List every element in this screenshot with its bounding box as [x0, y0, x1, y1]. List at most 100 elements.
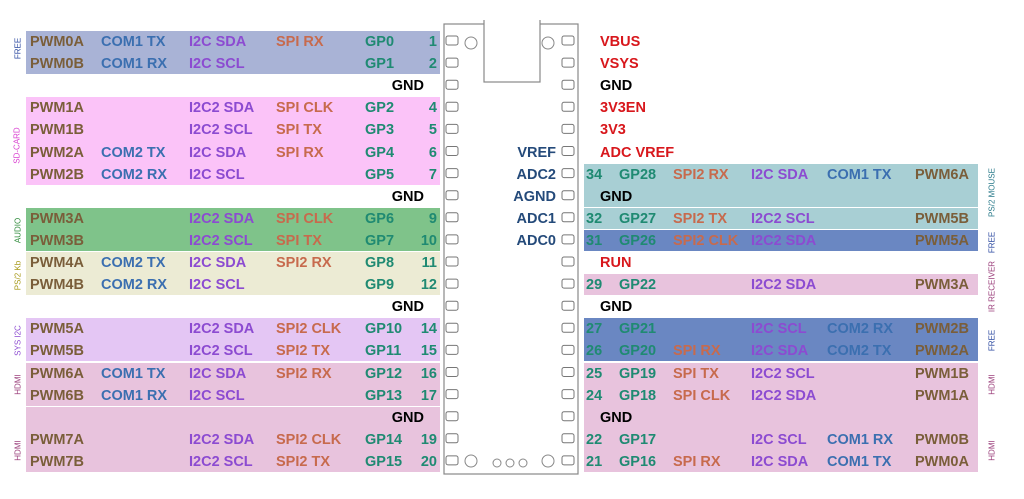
gpio-label: GP26: [619, 232, 657, 249]
left-pin-row: GND: [0, 296, 1024, 318]
i2c-label: I2C SDA: [189, 144, 247, 161]
adc-label: VREF: [517, 144, 556, 161]
left-group-band: [26, 318, 440, 362]
gpio-label: GP21: [619, 321, 657, 338]
spi-label: SPI CLK: [673, 387, 731, 404]
header-pin-icon: [445, 411, 459, 422]
gpio-label: GP12: [365, 365, 403, 382]
i2c-label: I2C2 SDA: [189, 100, 255, 117]
gpio-label: GP0: [365, 34, 395, 50]
uart-label: COM2 TX: [827, 343, 892, 360]
power-label: 3V3: [600, 122, 626, 139]
i2c-label: I2C2 SDA: [751, 387, 817, 404]
pwm-label: PWM7B: [30, 453, 84, 470]
left-pin-row: GND: [0, 407, 1024, 429]
right-pin-row: VBUS: [0, 31, 1024, 53]
spi-label: SPI TX: [276, 122, 322, 139]
header-pin-icon: [445, 35, 459, 46]
right-pin-row: 3V3EN: [0, 97, 1024, 119]
adc-label: AGND: [513, 188, 556, 205]
uart-label: COM2 RX: [101, 277, 168, 294]
gpio-label: GP6: [365, 210, 395, 227]
uart-label: COM1 TX: [101, 34, 166, 50]
gpio-label: GP14: [365, 431, 403, 448]
gpio-label: GP18: [619, 387, 657, 404]
right-pin-row: 3V3: [0, 119, 1024, 141]
pwm-label: PWM2B: [915, 321, 969, 338]
mount-hole-icon: [541, 454, 555, 468]
usb-connector-icon: [483, 20, 541, 83]
gpio-label: GP27: [619, 210, 657, 227]
pin-number: 10: [420, 232, 437, 249]
header-pin-icon: [561, 278, 575, 289]
power-label: VSYS: [600, 56, 639, 73]
i2c-label: I2C2 SCL: [189, 232, 253, 249]
i2c-label: I2C SDA: [751, 343, 809, 360]
header-pin-icon: [561, 146, 575, 156]
header-pin-icon: [561, 455, 575, 466]
i2c-label: I2C2 SCL: [189, 453, 253, 470]
gpio-label: GP22: [619, 277, 657, 294]
header-pin-icon: [561, 212, 575, 223]
left-group-band: [26, 252, 440, 296]
uart-label: COM1 TX: [827, 166, 892, 183]
pin-number: 31: [586, 232, 603, 249]
pin-number: 1: [428, 34, 437, 50]
pin-number: 22: [586, 431, 603, 448]
i2c-label: I2C SCL: [751, 431, 807, 448]
pwm-label: PWM2A: [915, 343, 969, 360]
spi-label: SPI TX: [276, 232, 322, 249]
i2c-label: I2C SDA: [751, 166, 809, 183]
i2c-label: I2C SCL: [189, 277, 245, 294]
right-pin-row: AGND GND: [0, 186, 1024, 208]
spi-label: SPI2 RX: [673, 166, 729, 183]
i2c-label: I2C SDA: [189, 365, 247, 382]
power-label: 3V3EN: [600, 100, 646, 117]
pin-number: 26: [586, 343, 603, 360]
right-pin-row: GND: [0, 407, 1024, 429]
gpio-label: GP5: [365, 166, 395, 183]
spi-label: SPI CLK: [276, 100, 334, 117]
i2c-label: I2C2 SDA: [189, 431, 255, 448]
gpio-label: GP28: [619, 166, 657, 183]
uart-label: COM1 RX: [101, 56, 168, 73]
pin-number: 4: [428, 100, 437, 117]
pwm-label: PWM3B: [30, 232, 84, 249]
pwm-label: PWM5A: [915, 232, 969, 249]
gnd-label: GND: [600, 188, 633, 205]
right-group-band: [584, 229, 978, 251]
right-group-band: [584, 318, 978, 362]
gpio-label: GP15: [365, 453, 403, 470]
i2c-label: I2C SDA: [751, 453, 809, 470]
pwm-label: PWM1A: [30, 100, 84, 117]
pwm-label: PWM3A: [30, 210, 84, 227]
header-pin-icon: [445, 57, 459, 68]
adc-label: ADC1: [516, 210, 556, 227]
i2c-label: I2C SCL: [751, 321, 807, 338]
header-pin-icon: [445, 190, 459, 201]
uart-label: COM2 TX: [101, 255, 166, 271]
header-pin-icon: [561, 123, 575, 134]
header-pin-icon: [445, 300, 459, 311]
pwm-label: PWM0B: [30, 56, 84, 73]
pwm-label: PWM1A: [915, 387, 969, 404]
mount-hole-icon: [464, 36, 478, 50]
spi-label: SPI CLK: [276, 210, 334, 227]
gpio-label: GP9: [365, 277, 395, 294]
header-pin-icon: [445, 146, 459, 156]
gpio-label: GP11: [365, 343, 402, 360]
i2c-label: I2C SDA: [189, 255, 247, 271]
header-pin-icon: [445, 278, 459, 289]
pin-number: 11: [421, 255, 437, 271]
pin-number: 34: [586, 166, 603, 183]
pin-number: 15: [420, 343, 437, 360]
left-pin-row: GND: [0, 75, 1024, 97]
